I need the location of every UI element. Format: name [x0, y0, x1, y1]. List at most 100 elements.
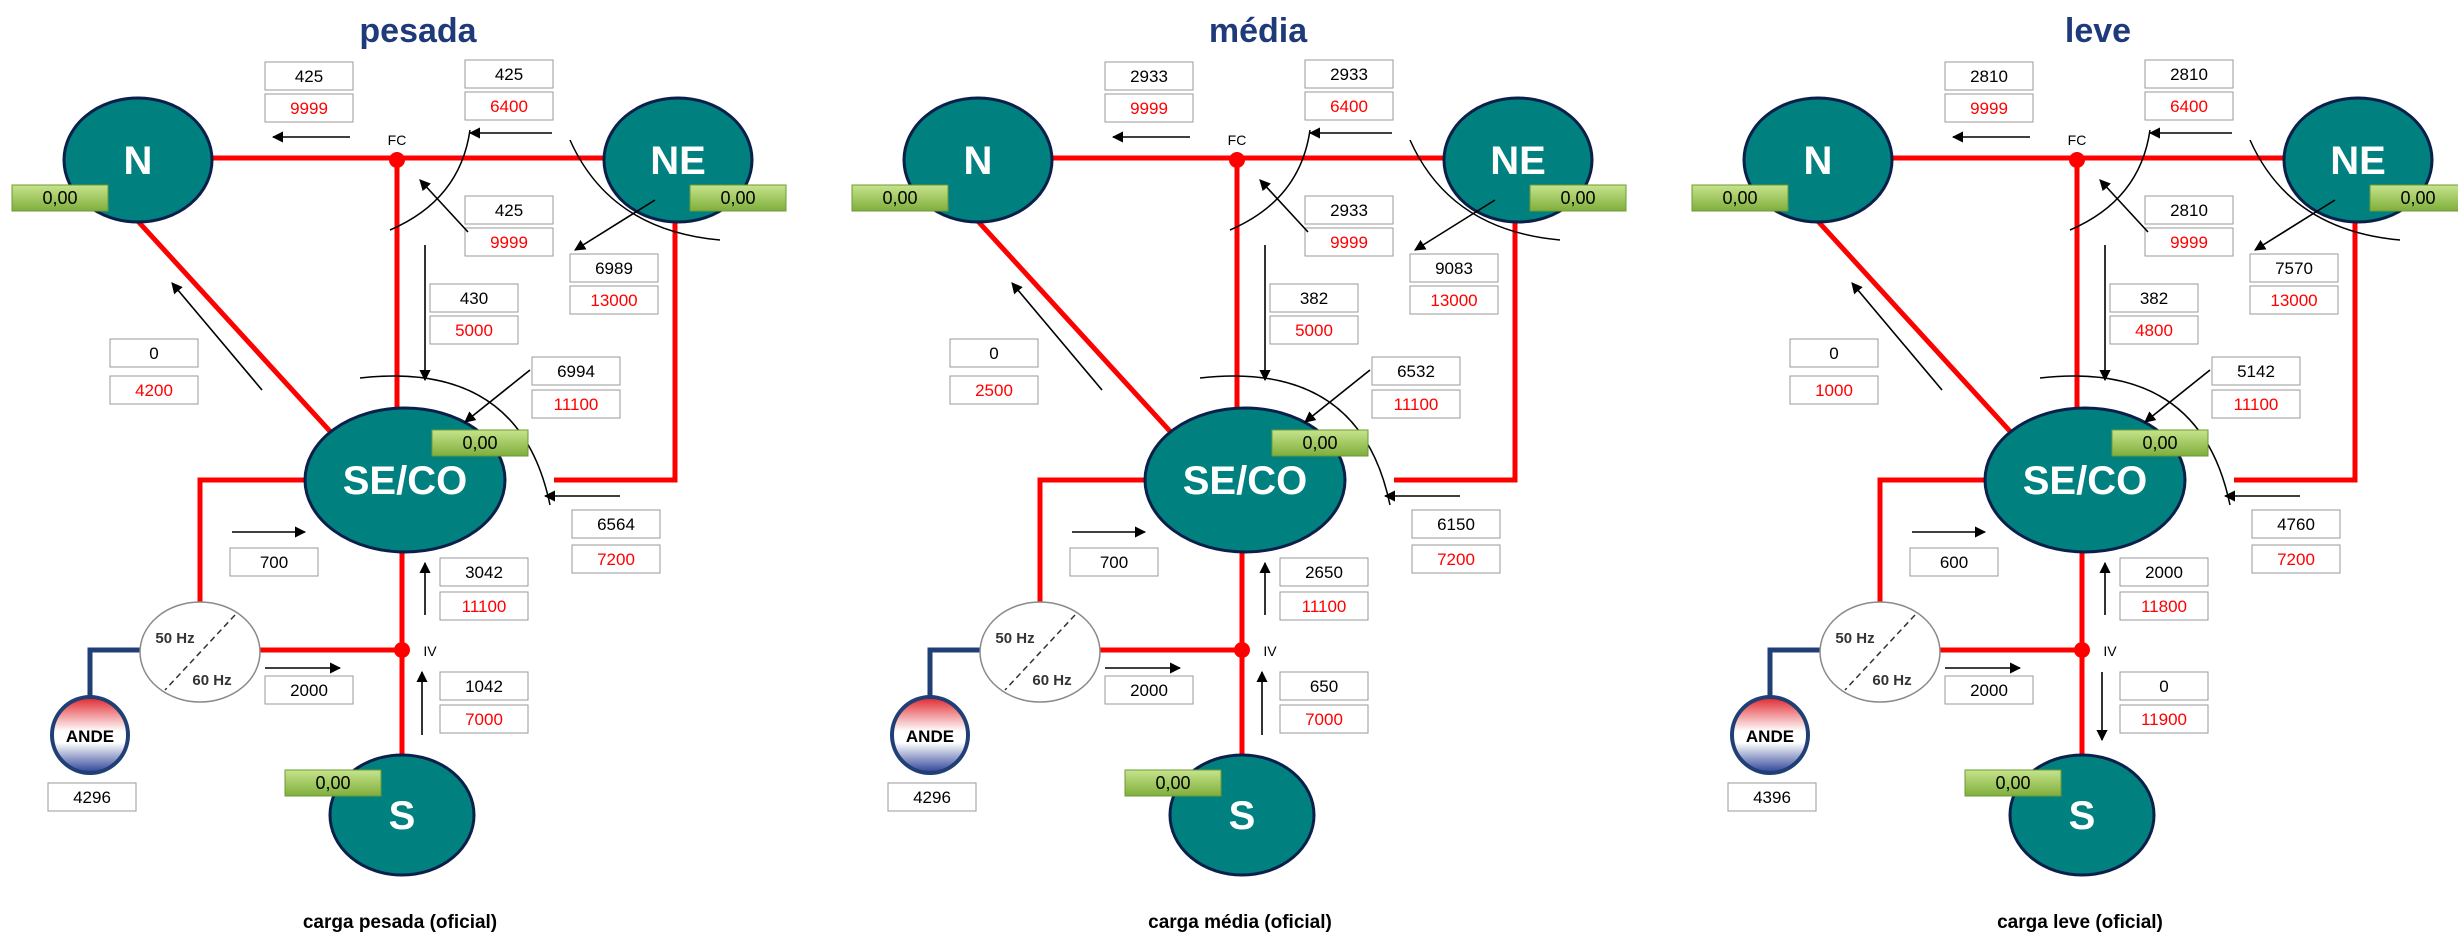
node-ande-label: ANDE: [906, 727, 954, 746]
iv-label: IV: [2103, 643, 2117, 659]
flow-n-seco-arrow: [1011, 282, 1103, 391]
flow-fc-ne-value-box: [1304, 195, 1394, 225]
flow-ne-seco-value-box: [571, 509, 661, 539]
ande-value: 4296: [73, 788, 111, 807]
flow-seco-ne-limit-box: [2211, 389, 2301, 419]
flow-s-iv-limit: 7000: [465, 710, 503, 729]
flow-fc-n-value-box: [264, 61, 354, 91]
section-arc-fc: [2069, 129, 2151, 231]
flow-fc-seco-value: 430: [460, 289, 488, 308]
flow-ne-n-value-box: [2249, 253, 2339, 283]
section-arc-ne: [2249, 139, 2401, 241]
line-n-seco: [973, 216, 1180, 442]
panel-title: leve: [2065, 12, 2131, 50]
flow-fc-ne-arrow: [1259, 179, 1309, 233]
flow-fc-seco-value-box: [429, 283, 519, 313]
badge-s: 0,00: [1995, 773, 2030, 793]
panel-caption: carga leve (oficial): [1997, 912, 2163, 933]
node-ande-label: ANDE: [1746, 727, 1794, 746]
flow-ne-n-limit-box: [569, 285, 659, 315]
flow-conv-seco-value: 600: [1940, 553, 1968, 572]
iv-label: IV: [423, 643, 437, 659]
flow-seco-ne-value-box: [1371, 356, 1461, 386]
freq-50hz-label: 50 Hz: [155, 630, 194, 647]
flow-ne-seco-value-box: [2251, 509, 2341, 539]
flow-fc-ne-limit-box: [464, 227, 554, 257]
flow-fc-n-value: 2810: [1970, 67, 2008, 86]
flow-fc-n-limit: 9999: [290, 99, 328, 118]
flow-fc-n-limit: 9999: [1130, 99, 1168, 118]
ande-value-box: [887, 782, 977, 812]
flow-fc-n-value: 425: [295, 67, 323, 86]
flow-conv-seco-value-box: [1069, 547, 1159, 577]
badge-seco-bg: [1271, 429, 1369, 457]
flow-fc-n-value-box: [1104, 61, 1194, 91]
flow-ne-seco-limit-box: [571, 544, 661, 574]
converter-divider: [1844, 614, 1916, 691]
node-ande: [890, 695, 970, 775]
node-n-label: N: [1804, 139, 1833, 183]
flow-ne-seco-value: 6150: [1437, 515, 1475, 534]
flow-s-iv-value: 0: [2159, 677, 2168, 696]
flow-fc-ne-limit: 9999: [2170, 233, 2208, 252]
line-seco-conv: [197, 477, 308, 605]
flow-fc-ne-value: 425: [495, 201, 523, 220]
flow-fc-seco-value-box: [2109, 283, 2199, 313]
line-ne-seco: [554, 220, 678, 483]
flow-s-iv-limit: 11900: [2141, 710, 2187, 729]
fc-label: FC: [388, 132, 407, 148]
flow-n-seco-limit: 2500: [975, 381, 1013, 400]
flow-fc-ne-limit: 9999: [490, 233, 528, 252]
flow-s-iv-value: 650: [1310, 677, 1338, 696]
badge-ne: 0,00: [720, 188, 755, 208]
flow-n-seco-arrow: [1851, 282, 1943, 391]
flow-fc-ne-value: 2933: [1330, 201, 1368, 220]
flow-seco-ne-limit: 11100: [554, 395, 599, 414]
freq-50hz-label: 50 Hz: [1835, 630, 1874, 647]
converter-divider: [164, 614, 236, 691]
flow-fc-ne-limit: 9999: [1330, 233, 1368, 252]
flow-fc-ne-limit-box: [2144, 227, 2234, 257]
flow-seco-ne-limit-box: [1371, 389, 1461, 419]
badge-ne-bg: [689, 184, 787, 212]
iv-point: [1234, 642, 1250, 658]
badge-n: 0,00: [1722, 188, 1757, 208]
ande-value: 4396: [1753, 788, 1791, 807]
flow-n-seco-limit: 1000: [1815, 381, 1853, 400]
flow-n-seco-value-box: [1789, 338, 1879, 368]
badge-n: 0,00: [882, 188, 917, 208]
flow-ne-fc-limit-box: [1304, 91, 1394, 121]
flow-fc-seco-limit: 5000: [455, 321, 493, 340]
flow-conv-iv-value: 2000: [1130, 681, 1168, 700]
badge-ne-bg: [1529, 184, 1627, 212]
flow-s-iv-value: 1042: [465, 677, 503, 696]
fc-point: [1229, 152, 1245, 168]
node-s-label: S: [1229, 794, 1256, 838]
freq-60hz-label: 60 Hz: [192, 672, 231, 689]
flow-seco-ne-arrow: [2144, 369, 2211, 423]
badge-seco-bg: [431, 429, 529, 457]
flow-seco-ne-value: 6532: [1397, 362, 1435, 381]
section-arc-seco: [2039, 375, 2231, 506]
flow-ne-fc-limit: 6400: [490, 97, 528, 116]
flow-fc-n-limit-box: [1104, 93, 1194, 123]
ande-value-box: [47, 782, 137, 812]
flow-fc-seco-limit-box: [2109, 315, 2199, 345]
flow-seco-ne-value: 5142: [2237, 362, 2275, 381]
ande-value: 4296: [913, 788, 951, 807]
flow-fc-seco-limit: 5000: [1295, 321, 1333, 340]
flow-seco-ne-limit: 11100: [2234, 395, 2279, 414]
line-n-seco: [133, 216, 340, 442]
badge-n-bg: [851, 184, 949, 212]
flow-n-seco-limit-box: [109, 375, 199, 405]
flow-s-iv-limit-box: [439, 704, 529, 734]
flow-conv-seco-value-box: [1909, 547, 1999, 577]
flow-ne-n-value-box: [1409, 253, 1499, 283]
flow-ne-fc-limit: 6400: [2170, 97, 2208, 116]
node-ne-label: NE: [650, 139, 706, 183]
flow-n-seco-value: 0: [149, 344, 158, 363]
flow-iv-seco-value: 2650: [1305, 563, 1343, 582]
flow-fc-n-limit-box: [264, 93, 354, 123]
flow-seco-ne-arrow: [1304, 369, 1371, 423]
